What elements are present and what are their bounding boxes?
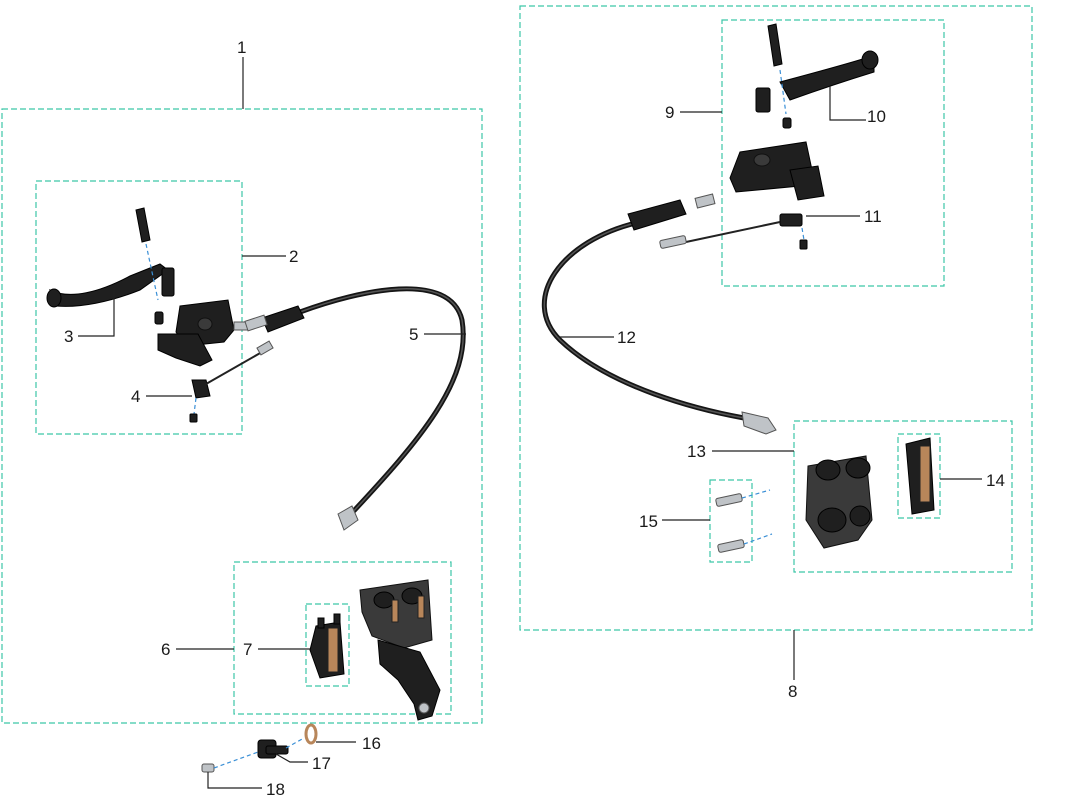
group-box-2	[35, 180, 243, 435]
callout-14: 14	[986, 471, 1005, 490]
callout-1: 1	[237, 38, 246, 57]
group-box-6	[233, 561, 452, 715]
callout-12: 12	[617, 328, 636, 347]
callout-8: 8	[788, 682, 797, 701]
group-box-8	[519, 5, 1033, 631]
front-brake-hose	[244, 286, 466, 531]
callout-9: 9	[665, 103, 674, 122]
front-brake-lever	[46, 263, 175, 308]
callout-15: 15	[639, 512, 658, 531]
rear-brake-caliper	[805, 455, 873, 549]
group-box-13	[793, 420, 1013, 573]
group-box-1	[1, 108, 483, 724]
banjo-fitting	[257, 739, 289, 759]
front-master-cylinder	[157, 299, 249, 367]
leader-lines	[78, 57, 982, 789]
rear-brake-pads	[905, 437, 935, 515]
callout-5: 5	[409, 325, 418, 344]
callout-10: 10	[867, 107, 886, 126]
caliper-bolts	[715, 489, 773, 553]
group-box-9	[721, 19, 945, 287]
callout-3: 3	[64, 327, 73, 346]
group-box-14	[897, 433, 941, 519]
callout-16: 16	[362, 734, 381, 753]
rear-master-cylinder	[694, 141, 825, 209]
banjo-bolt	[201, 737, 305, 773]
callout-13: 13	[687, 442, 706, 461]
front-brake-caliper	[359, 579, 441, 721]
front-brake-switch	[189, 340, 274, 423]
callout-17: 17	[312, 754, 331, 773]
rear-brake-lever	[755, 23, 879, 129]
callout-7: 7	[243, 640, 252, 659]
rear-brake-hose	[541, 199, 777, 435]
group-box-15	[709, 479, 753, 563]
rear-brake-switch	[659, 213, 808, 250]
callout-18: 18	[266, 780, 285, 799]
lever-pivot-pin	[135, 207, 164, 325]
callout-2: 2	[289, 247, 298, 266]
sealing-washer	[304, 723, 318, 745]
group-box-7	[305, 603, 350, 687]
callout-6: 6	[161, 640, 170, 659]
front-brake-pads	[309, 613, 345, 679]
callout-11: 11	[864, 207, 882, 226]
callout-4: 4	[131, 387, 140, 406]
